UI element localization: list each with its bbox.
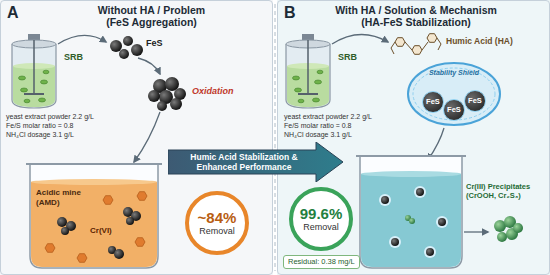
condition-text: NH₄Cl dosage 3.1 g/L xyxy=(6,131,74,139)
badge-caption: Removal xyxy=(303,222,339,232)
residual-box: Residual: 0.38 mg/L xyxy=(283,255,360,269)
solution-label: Acidic mine (AMD) xyxy=(36,188,86,208)
stability-shield: Stability ShieldFeS FeS FeS xyxy=(406,61,502,127)
arrow-text: Humic Acid Stabilization & Enhanced Perf… xyxy=(174,150,314,174)
organism-label: SRB xyxy=(338,52,357,62)
flow-arrow xyxy=(332,34,388,44)
particle-label: FeS xyxy=(146,38,163,48)
panel-letter: A xyxy=(7,4,19,22)
reagent-label: Humic Acid (HA) xyxy=(446,36,513,46)
flow-arrow xyxy=(138,58,160,74)
panel-divider xyxy=(275,4,276,271)
fes-particle: FeS xyxy=(443,99,465,121)
flow-arrow xyxy=(464,231,488,232)
fes-particle: FeS xyxy=(422,91,444,113)
precipitate-cluster xyxy=(494,216,523,242)
badge-caption: Removal xyxy=(199,226,235,236)
condition-text: yeast extract powder 2.2 g/L xyxy=(6,113,94,121)
arrow-body xyxy=(168,142,343,182)
bioreactor xyxy=(12,34,56,108)
product-label: Cr(III) Precipitates (CrOOH, Cr₂S₃) xyxy=(466,182,546,200)
flow-arrow xyxy=(134,112,160,162)
condition-text: yeast extract powder 2.2 g/L xyxy=(284,113,372,121)
organism-label: SRB xyxy=(64,52,83,62)
panel-a-ground xyxy=(0,0,273,275)
particle-text: FeS xyxy=(426,98,440,106)
panel-b-ground xyxy=(277,0,550,275)
flow-arrow xyxy=(58,35,106,44)
panel-title: Without HA / Problem (FeS Aggregation) xyxy=(89,4,214,28)
condition-text: NH₄Cl dosage 3.1 g/L xyxy=(284,131,352,139)
condition-text: Fe/S molar ratio = 0.8 xyxy=(284,122,352,130)
removal-badge: ~84%Removal xyxy=(185,191,249,255)
percentage: ~84% xyxy=(198,210,237,226)
residual-text: Residual: 0.38 mg/L xyxy=(288,257,355,267)
panel-letter: B xyxy=(284,4,296,22)
beaker xyxy=(26,164,162,268)
beaker xyxy=(356,156,466,268)
shield-label: Stability Shield xyxy=(406,68,502,77)
panel-title: With HA / Solution & Mechanism (HA-FeS S… xyxy=(326,4,506,28)
species-label: Cr(VI) xyxy=(90,226,112,236)
fes-spheres xyxy=(110,36,143,59)
bioreactor xyxy=(286,34,330,108)
condition-text: Fe/S molar ratio = 0.8 xyxy=(6,122,74,130)
fes-particle: FeS xyxy=(464,90,486,112)
transition-arrow: Humic Acid Stabilization & Enhanced Perf… xyxy=(168,142,343,182)
crvi-particles xyxy=(45,192,147,263)
percentage: 99.6% xyxy=(300,206,343,222)
particle-text: FeS xyxy=(468,97,482,105)
stabilized-particles xyxy=(379,186,448,258)
particle-text: FeS xyxy=(447,106,461,114)
process-label: Oxidation xyxy=(192,86,234,96)
removal-badge: 99.6%Removal xyxy=(289,187,353,251)
fes-aggregate xyxy=(148,77,186,111)
humic-acid-molecules xyxy=(391,34,441,55)
